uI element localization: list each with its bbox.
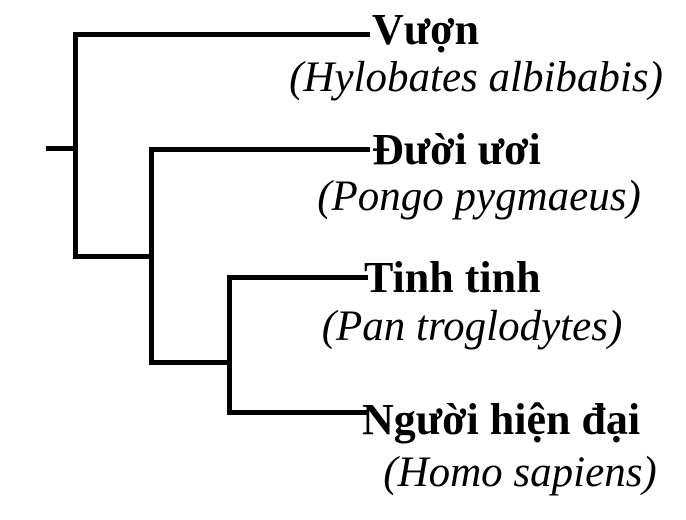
taxon-common-name-orangutan: Đười ươi — [372, 125, 541, 174]
taxon-common-name-gibbon: Vượn — [372, 5, 480, 54]
node3-vertical-line — [227, 275, 232, 415]
root-branch-line — [46, 146, 76, 151]
taxon-common-name-human: Người hiện đại — [362, 395, 641, 444]
taxon-scientific-name-gibbon: (Hylobates albibabis) — [289, 54, 663, 101]
taxon-scientific-name-orangutan: (Pongo pygmaeus) — [317, 173, 641, 220]
chimpanzee-branch-line — [227, 275, 368, 280]
taxon-common-name-chimpanzee: Tinh tinh — [364, 253, 541, 302]
taxon-scientific-name-chimpanzee: (Pan troglodytes) — [321, 303, 623, 350]
taxon-scientific-name-human: (Homo sapiens) — [383, 449, 657, 496]
human-branch-line — [227, 410, 368, 415]
node3-connector-line — [149, 360, 232, 365]
node2-connector-line — [73, 254, 154, 259]
node1-vertical-line — [73, 32, 78, 259]
gibbon-branch-line — [73, 32, 370, 37]
orangutan-branch-line — [149, 147, 370, 152]
